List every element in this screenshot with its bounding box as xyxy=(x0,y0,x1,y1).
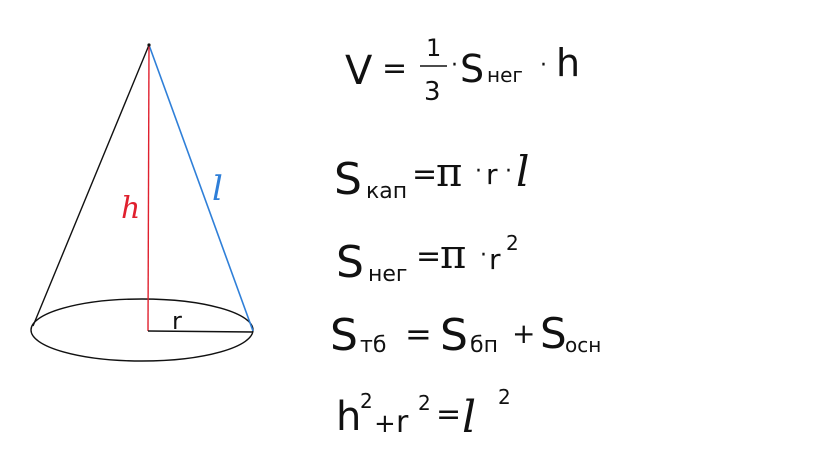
multiply-dot: · xyxy=(505,159,512,184)
equals-sign: = xyxy=(416,239,441,274)
area-symbol: S xyxy=(460,47,484,91)
area-subscript: нег xyxy=(368,262,407,287)
area-symbol: S xyxy=(334,154,362,205)
formula-volume: V = 1 3 · S нег · h xyxy=(345,34,580,107)
formula-lateral-area: S кап = π · r · l xyxy=(334,147,529,205)
cone-base-ellipse xyxy=(30,298,254,362)
radius-line xyxy=(147,330,254,333)
volume-symbol: V xyxy=(345,48,373,94)
area-symbol: S xyxy=(330,310,358,361)
multiply-dot: · xyxy=(540,53,547,78)
exponent: 2 xyxy=(418,391,431,415)
slant-symbol: l xyxy=(516,147,529,196)
radius-symbol: r xyxy=(396,405,409,440)
height-line xyxy=(147,44,150,332)
area-symbol: S xyxy=(540,309,567,358)
equals-sign: = xyxy=(436,397,461,432)
pi-symbol: π xyxy=(440,232,466,278)
exponent: 2 xyxy=(506,231,519,255)
area-subscript: кап xyxy=(366,179,407,204)
area-subscript: тб xyxy=(360,333,386,358)
equals-sign: = xyxy=(412,157,437,192)
slant-symbol: l xyxy=(462,392,476,443)
pi-symbol: π xyxy=(436,150,462,196)
equals-sign: = xyxy=(382,51,407,86)
exponent: 2 xyxy=(498,385,511,409)
multiply-dot: · xyxy=(475,159,482,184)
slant-height-line xyxy=(148,44,254,332)
plus-sign: + xyxy=(374,409,396,439)
exponent: 2 xyxy=(360,389,373,413)
apex-point xyxy=(147,43,151,47)
area-subscript: осн xyxy=(565,333,601,357)
fraction-denominator: 3 xyxy=(424,77,441,107)
equals-sign: = xyxy=(405,315,432,353)
radius-label: r xyxy=(172,307,182,335)
cone-diagram: h l r xyxy=(30,43,254,362)
area-symbol: S xyxy=(336,237,364,288)
multiply-dot: · xyxy=(451,53,458,78)
height-symbol: h xyxy=(336,394,361,440)
height-symbol: h xyxy=(556,41,580,85)
radius-symbol: r xyxy=(489,243,501,276)
area-subscript: нег xyxy=(487,63,523,87)
radius-symbol: r xyxy=(486,158,498,191)
height-label: h xyxy=(121,191,140,226)
multiply-dot: · xyxy=(480,243,487,268)
formula-base-area: S нег = π · r 2 xyxy=(336,231,519,288)
area-symbol: S xyxy=(440,310,468,361)
plus-sign: + xyxy=(512,317,535,350)
formula-pythagorean: h 2 + r 2 = l 2 xyxy=(336,385,511,443)
fraction-numerator: 1 xyxy=(426,34,441,62)
cone-left-edge xyxy=(32,44,150,327)
slant-label: l xyxy=(212,169,223,209)
formula-total-area: S тб = S бп + S осн xyxy=(330,309,601,361)
area-subscript: бп xyxy=(470,333,498,358)
